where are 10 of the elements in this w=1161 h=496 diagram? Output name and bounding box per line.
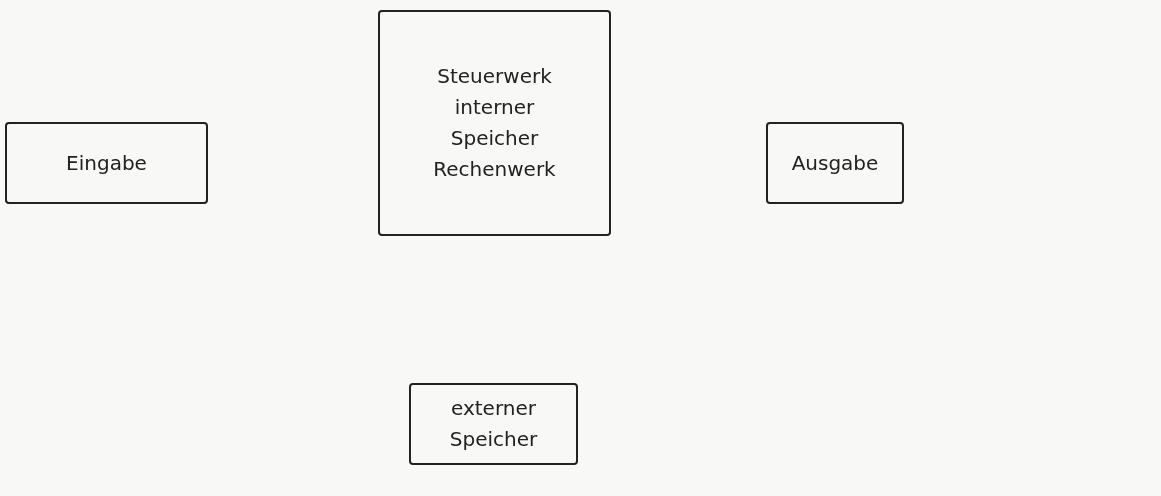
box-label: Eingabe xyxy=(66,149,147,177)
box-label: Steuerwerk xyxy=(437,63,552,90)
process-box xyxy=(378,10,611,236)
box-label: interner Speicher xyxy=(449,94,540,152)
process-box xyxy=(766,122,904,204)
process-box xyxy=(409,383,578,465)
process-box xyxy=(5,122,208,204)
box-label: externer Speicher xyxy=(448,395,539,453)
box-label: Rechenwerk xyxy=(433,156,556,183)
box-label: Ausgabe xyxy=(791,149,879,177)
